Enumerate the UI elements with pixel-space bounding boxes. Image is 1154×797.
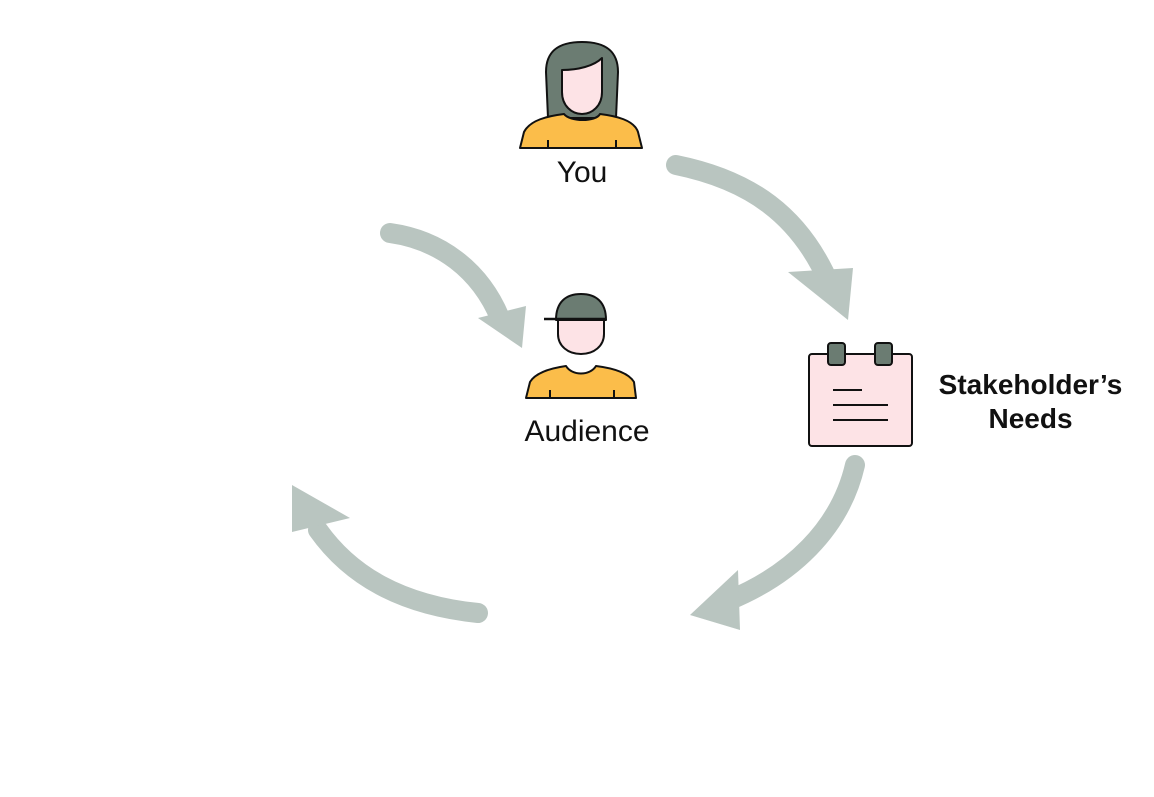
woman-avatar-icon	[519, 41, 643, 149]
audience-label: Audience	[524, 415, 650, 448]
stakeholder-label-line2: Needs	[988, 403, 1073, 434]
man-with-cap-avatar-icon	[525, 293, 637, 399]
arrow-stakeholder-to-bottom	[690, 455, 865, 630]
stakeholder-label-line1: Stakeholder’s	[938, 369, 1123, 400]
arrows	[292, 155, 865, 630]
stakeholder-needs-label: Stakeholder’s Needs	[918, 368, 1143, 436]
notepad-icon	[808, 342, 913, 447]
arrow-you-to-stakeholder	[666, 155, 853, 320]
you-label: You	[556, 156, 608, 189]
arrow-bottom-to-left	[292, 485, 488, 623]
arrow-left-to-audience	[380, 223, 526, 348]
